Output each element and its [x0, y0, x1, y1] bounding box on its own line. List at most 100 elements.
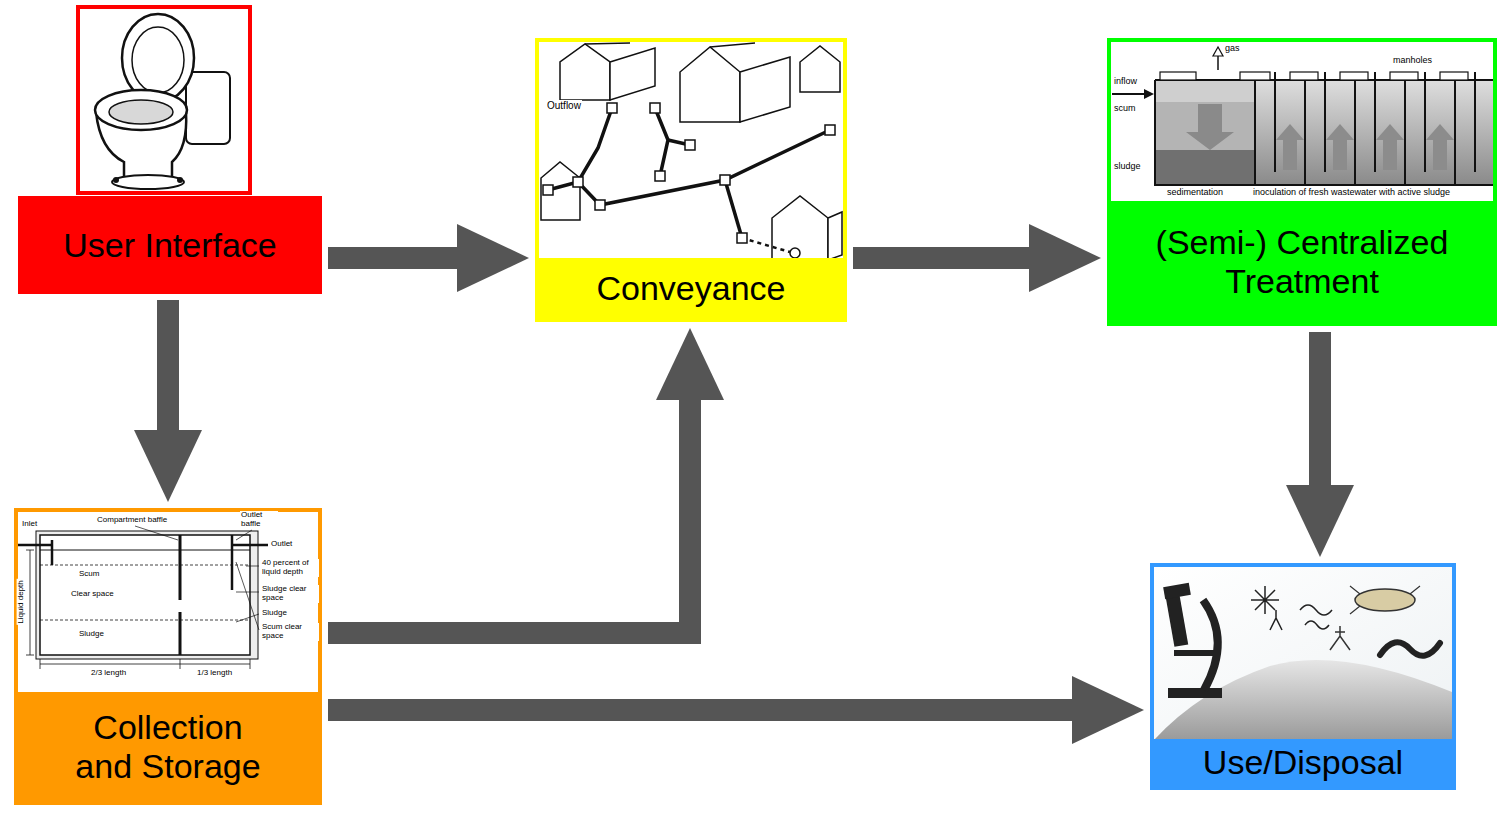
reactor-picture-part-part: [1426, 124, 1454, 170]
stage-box: Conveyance: [535, 38, 847, 322]
septic-tank-picture-part: [135, 526, 178, 540]
picture-label: manholes: [1392, 56, 1433, 66]
compost-picture-part: [1350, 586, 1420, 614]
sewer-picture-part: [543, 185, 553, 195]
sewer-picture-part: [790, 248, 800, 258]
compost-picture-part: [1251, 586, 1332, 630]
septic-tank-picture-part: [231, 535, 234, 590]
picture-label: 2/3 length: [90, 669, 127, 678]
picture-label: sedimentation: [1166, 188, 1224, 198]
reactor-picture-part-part: [1160, 72, 1196, 80]
label-bar: (Semi-) Centralized Treatment: [1111, 201, 1493, 322]
reactor-picture-part-part: [1440, 72, 1468, 80]
toilet-picture-part: [132, 27, 184, 93]
flow-arrow: [134, 300, 202, 502]
reactor-picture-part-part: [1424, 72, 1426, 172]
septic-tank-picture-part: [18, 540, 52, 565]
reactor-picture-part-part: [1474, 72, 1476, 172]
compost-picture: [1154, 567, 1452, 740]
septic-tank-picture-part: [236, 562, 259, 630]
reactor-picture-part-part: [1290, 72, 1318, 80]
label-bar: Collection and Storage: [18, 692, 318, 801]
sewer-picture-part: [800, 46, 840, 92]
reactor-picture-part-part: [1326, 124, 1354, 170]
picture-label: scum: [1113, 104, 1137, 114]
reactor-picture-part-part: [1454, 80, 1456, 185]
sewer-picture-part: [573, 177, 583, 187]
picture-label: Sludge clear space: [261, 585, 319, 603]
arrow-shaft: [328, 398, 690, 633]
septic-tank-picture-part: [40, 659, 250, 669]
picture-label: Outlet baffle: [240, 511, 278, 529]
reactor-picture-part: [1155, 72, 1493, 185]
compost-picture-part: [1154, 660, 1452, 740]
septic-tank-picture-part: [40, 620, 250, 621]
picture-label: 1/3 length: [196, 669, 233, 678]
arrow-head: [1286, 485, 1354, 557]
reactor-picture-part-part: [1374, 72, 1376, 172]
arrow-shaft: [1309, 332, 1331, 487]
sewer-picture-part: [610, 48, 655, 100]
arrow-shaft: [157, 300, 179, 432]
toilet-picture-part: [95, 90, 187, 130]
label-bar: User Interface: [18, 196, 322, 294]
compost-picture-part: [1163, 583, 1222, 698]
sewer-picture-part: [720, 175, 730, 185]
compost-picture-part: [1203, 600, 1218, 690]
label-bar: Conveyance: [539, 258, 843, 318]
arrow-shaft: [328, 247, 459, 269]
compost-picture-part-part: [1163, 583, 1191, 599]
picture-label: inoculation of fresh wastewater with act…: [1252, 188, 1451, 198]
toilet-picture-part: [186, 72, 230, 144]
flow-arrow: [328, 676, 1144, 744]
reactor-picture: [1112, 47, 1493, 185]
sewer-picture-part: [541, 162, 580, 220]
picture-label: Sludge: [78, 630, 105, 639]
reactor-picture-part: [1155, 80, 1255, 102]
picture-label: Inlet: [21, 520, 38, 529]
sewer-picture-part: [742, 238, 790, 252]
septic-tank-picture: [18, 526, 268, 669]
reactor-picture-part-part: [1276, 124, 1304, 170]
arrow-head: [1029, 224, 1101, 292]
flow-arrow: [328, 328, 724, 633]
toilet-picture: [78, 7, 250, 193]
reactor-picture-part-part: [1376, 124, 1404, 170]
sewer-picture-part-part: [725, 180, 742, 238]
compost-picture-part-part: [1166, 595, 1188, 647]
reactor-picture-part-part: [1254, 80, 1256, 185]
picture-label: sludge: [1113, 162, 1142, 172]
reactor-picture-part: [1155, 102, 1255, 150]
sewer-picture-part: [737, 233, 747, 243]
septic-tank-picture-part: [40, 535, 250, 655]
picture-label: 40 percent of liquid depth: [261, 559, 319, 577]
reactor-picture-part: [1213, 47, 1223, 56]
reactor-picture-part-part: [1304, 80, 1306, 185]
reactor-picture-part-part: [1390, 72, 1418, 80]
reactor-picture-part-part: [1324, 72, 1326, 172]
sewer-picture-part: [825, 125, 835, 135]
sewer-picture-part: [560, 44, 610, 100]
compost-picture-part: [1330, 626, 1350, 650]
reactor-picture-part: [1160, 72, 1468, 80]
compost-picture-part-part: [1251, 586, 1279, 614]
sewer-picture-part: [595, 200, 605, 210]
sewer-picture-part-part: [548, 108, 612, 190]
toilet-picture-part: [113, 177, 119, 183]
septic-tank-picture-part: [40, 550, 250, 551]
picture-label: Outlet: [270, 540, 293, 549]
sewer-picture-part-part: [578, 130, 830, 205]
septic-tank-picture-part: [236, 530, 252, 540]
stage-box: Collection and Storage: [14, 508, 322, 805]
picture-label: gas: [1224, 44, 1241, 54]
sewer-picture-part: [710, 43, 755, 47]
reactor-picture-part: [1155, 150, 1255, 185]
septic-tank-picture-part: [179, 535, 182, 655]
reactor-picture-part: [1276, 124, 1454, 170]
compost-picture-part: [1380, 642, 1440, 655]
reactor-picture-part-part: [1404, 80, 1406, 185]
toilet-picture-part: [177, 177, 183, 183]
picture-label: Scum: [78, 570, 100, 579]
septic-tank-picture-part: [246, 566, 259, 567]
